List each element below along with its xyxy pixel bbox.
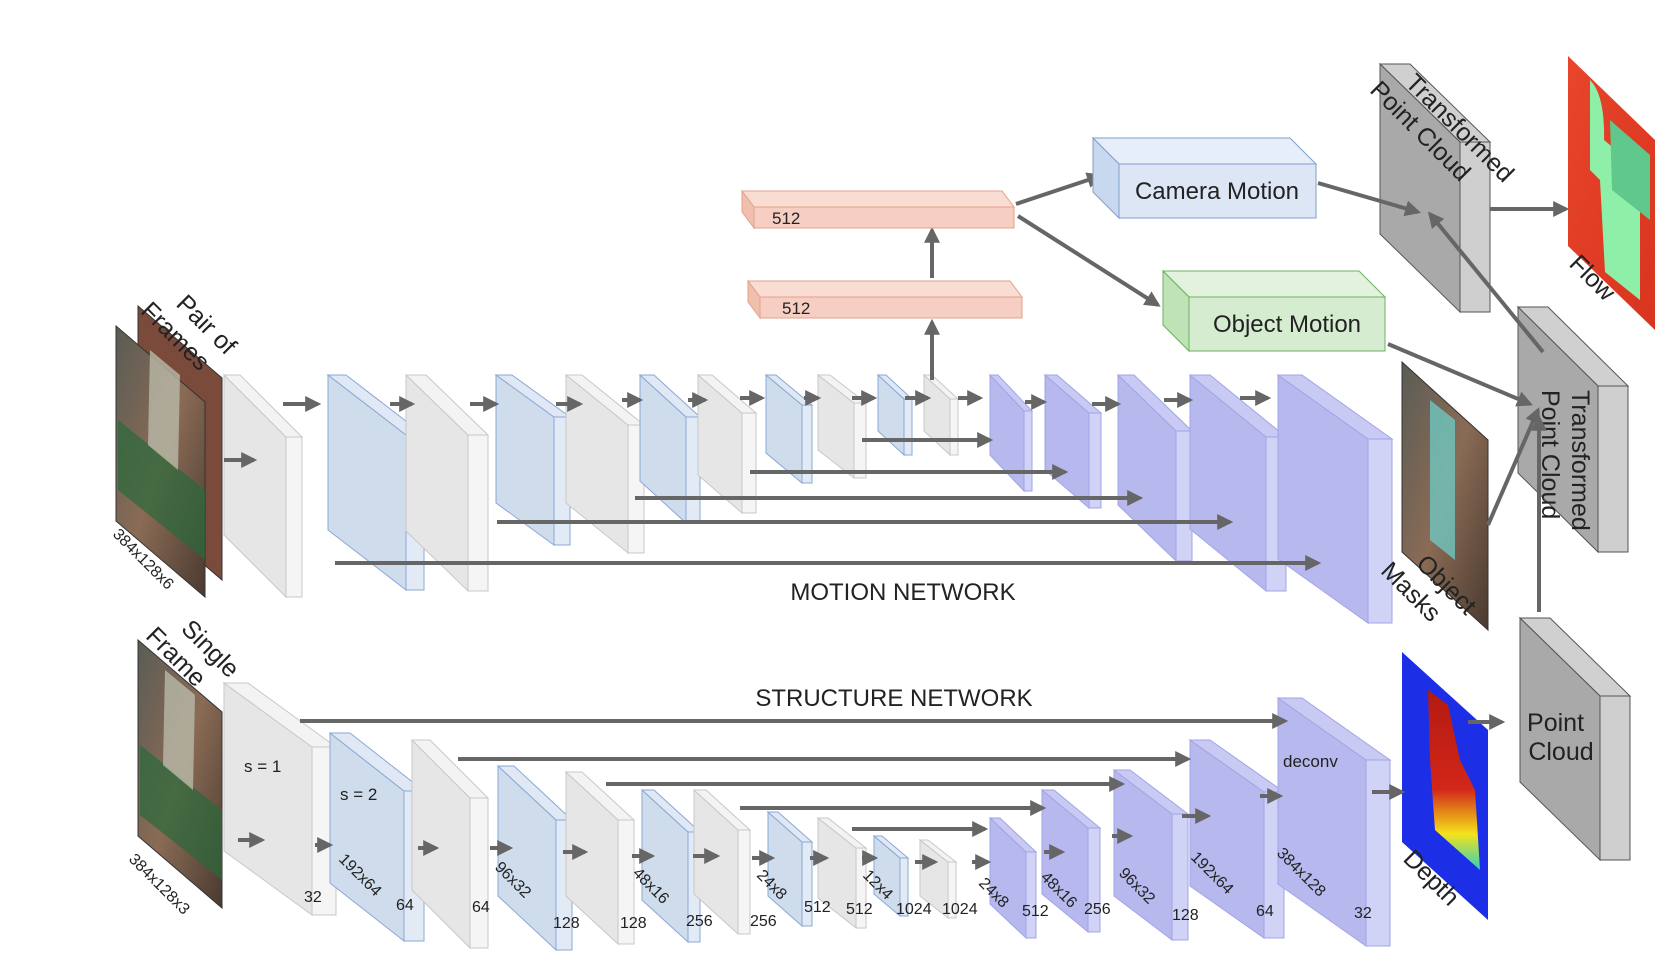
structure-layer-13 bbox=[1040, 788, 1102, 934]
svg-text:32: 32 bbox=[1354, 905, 1372, 922]
stride-2-label: s = 2 bbox=[340, 785, 377, 804]
structure-layer-2 bbox=[328, 731, 426, 943]
transformed-point-cloud-top bbox=[1378, 62, 1492, 314]
svg-text:128: 128 bbox=[553, 915, 580, 932]
object-masks-image bbox=[1401, 360, 1489, 632]
structure-layer-3 bbox=[410, 738, 490, 950]
structure-layer-10 bbox=[872, 834, 910, 918]
motion-layer-11 bbox=[922, 373, 960, 457]
motion-network-label: MOTION NETWORK bbox=[790, 579, 1015, 606]
structure-layer-16 bbox=[1276, 697, 1392, 947]
motion-layer-1 bbox=[222, 373, 304, 599]
flow-image bbox=[1568, 56, 1655, 330]
camera-motion-box: Camera Motion bbox=[1091, 136, 1318, 220]
structure-network-label: STRUCTURE NETWORK bbox=[755, 685, 1032, 712]
svg-text:256: 256 bbox=[1084, 901, 1111, 918]
motion-layer-3 bbox=[404, 373, 490, 593]
structure-layer-8 bbox=[766, 810, 814, 928]
fc-layer-lower: 512 bbox=[747, 279, 1023, 320]
motion-layer-9 bbox=[816, 373, 868, 480]
structure-layer-14 bbox=[1112, 768, 1190, 942]
object-motion-box: Object Motion bbox=[1161, 269, 1387, 353]
arrow-fc-object bbox=[1016, 214, 1161, 307]
structure-network-arrows bbox=[238, 713, 1406, 870]
motion-layer-8 bbox=[764, 373, 814, 485]
point-cloud-label: Point Cloud bbox=[1527, 709, 1594, 766]
motion-layer-12 bbox=[988, 373, 1034, 493]
camera-motion-label: Camera Motion bbox=[1135, 178, 1299, 205]
motion-layer-16 bbox=[1276, 374, 1394, 624]
motion-layer-13 bbox=[1043, 373, 1103, 510]
svg-text:128: 128 bbox=[620, 915, 647, 932]
deconv-label: deconv bbox=[1283, 752, 1338, 771]
arrow-right-to-top-transform bbox=[1427, 211, 1545, 354]
input-frame-pair bbox=[115, 304, 223, 599]
fc-layer-upper: 512 bbox=[741, 189, 1015, 230]
motion-layer-6 bbox=[638, 373, 702, 525]
svg-text:512: 512 bbox=[804, 899, 831, 916]
point-cloud bbox=[1518, 616, 1632, 862]
motion-layer-5 bbox=[564, 373, 646, 555]
svg-text:1024: 1024 bbox=[896, 901, 932, 918]
stride-1-label: s = 1 bbox=[244, 757, 281, 776]
structure-layer-5 bbox=[564, 770, 636, 946]
svg-text:1024: 1024 bbox=[942, 901, 978, 918]
svg-text:32: 32 bbox=[304, 889, 322, 906]
arrow-fc-camera bbox=[1015, 172, 1104, 206]
structure-layer-9 bbox=[816, 816, 868, 930]
svg-text:512: 512 bbox=[1022, 903, 1049, 920]
arrow-camera-to-transform bbox=[1317, 181, 1422, 217]
arrow-object-motion-to-transform bbox=[1387, 342, 1533, 407]
structure-layer-12 bbox=[988, 816, 1038, 940]
arrow-masks-to-transform bbox=[1486, 407, 1541, 526]
svg-text:512: 512 bbox=[846, 901, 873, 918]
motion-layer-14 bbox=[1116, 373, 1194, 563]
motion-layer-10 bbox=[876, 373, 914, 457]
motion-network-arrows bbox=[224, 226, 1322, 571]
fc-upper-label: 512 bbox=[772, 209, 800, 228]
motion-layer-15 bbox=[1188, 373, 1288, 593]
fc-lower-label: 512 bbox=[782, 299, 810, 318]
object-motion-label: Object Motion bbox=[1213, 311, 1361, 338]
svg-text:256: 256 bbox=[750, 913, 777, 930]
svg-text:128: 128 bbox=[1172, 907, 1199, 924]
motion-layer-7 bbox=[696, 373, 758, 515]
motion-layer-4 bbox=[494, 374, 572, 546]
svg-text:256: 256 bbox=[686, 913, 713, 930]
svg-text:64: 64 bbox=[1256, 903, 1274, 920]
svg-text:64: 64 bbox=[472, 899, 490, 916]
transformed-pc-right-label: Transformed Point Cloud bbox=[1536, 390, 1594, 538]
input-single-frame bbox=[137, 638, 223, 910]
svg-text:64: 64 bbox=[396, 897, 414, 914]
network-layers bbox=[222, 373, 1394, 952]
structure-layer-1 bbox=[222, 682, 338, 916]
depth-image bbox=[1402, 652, 1488, 920]
